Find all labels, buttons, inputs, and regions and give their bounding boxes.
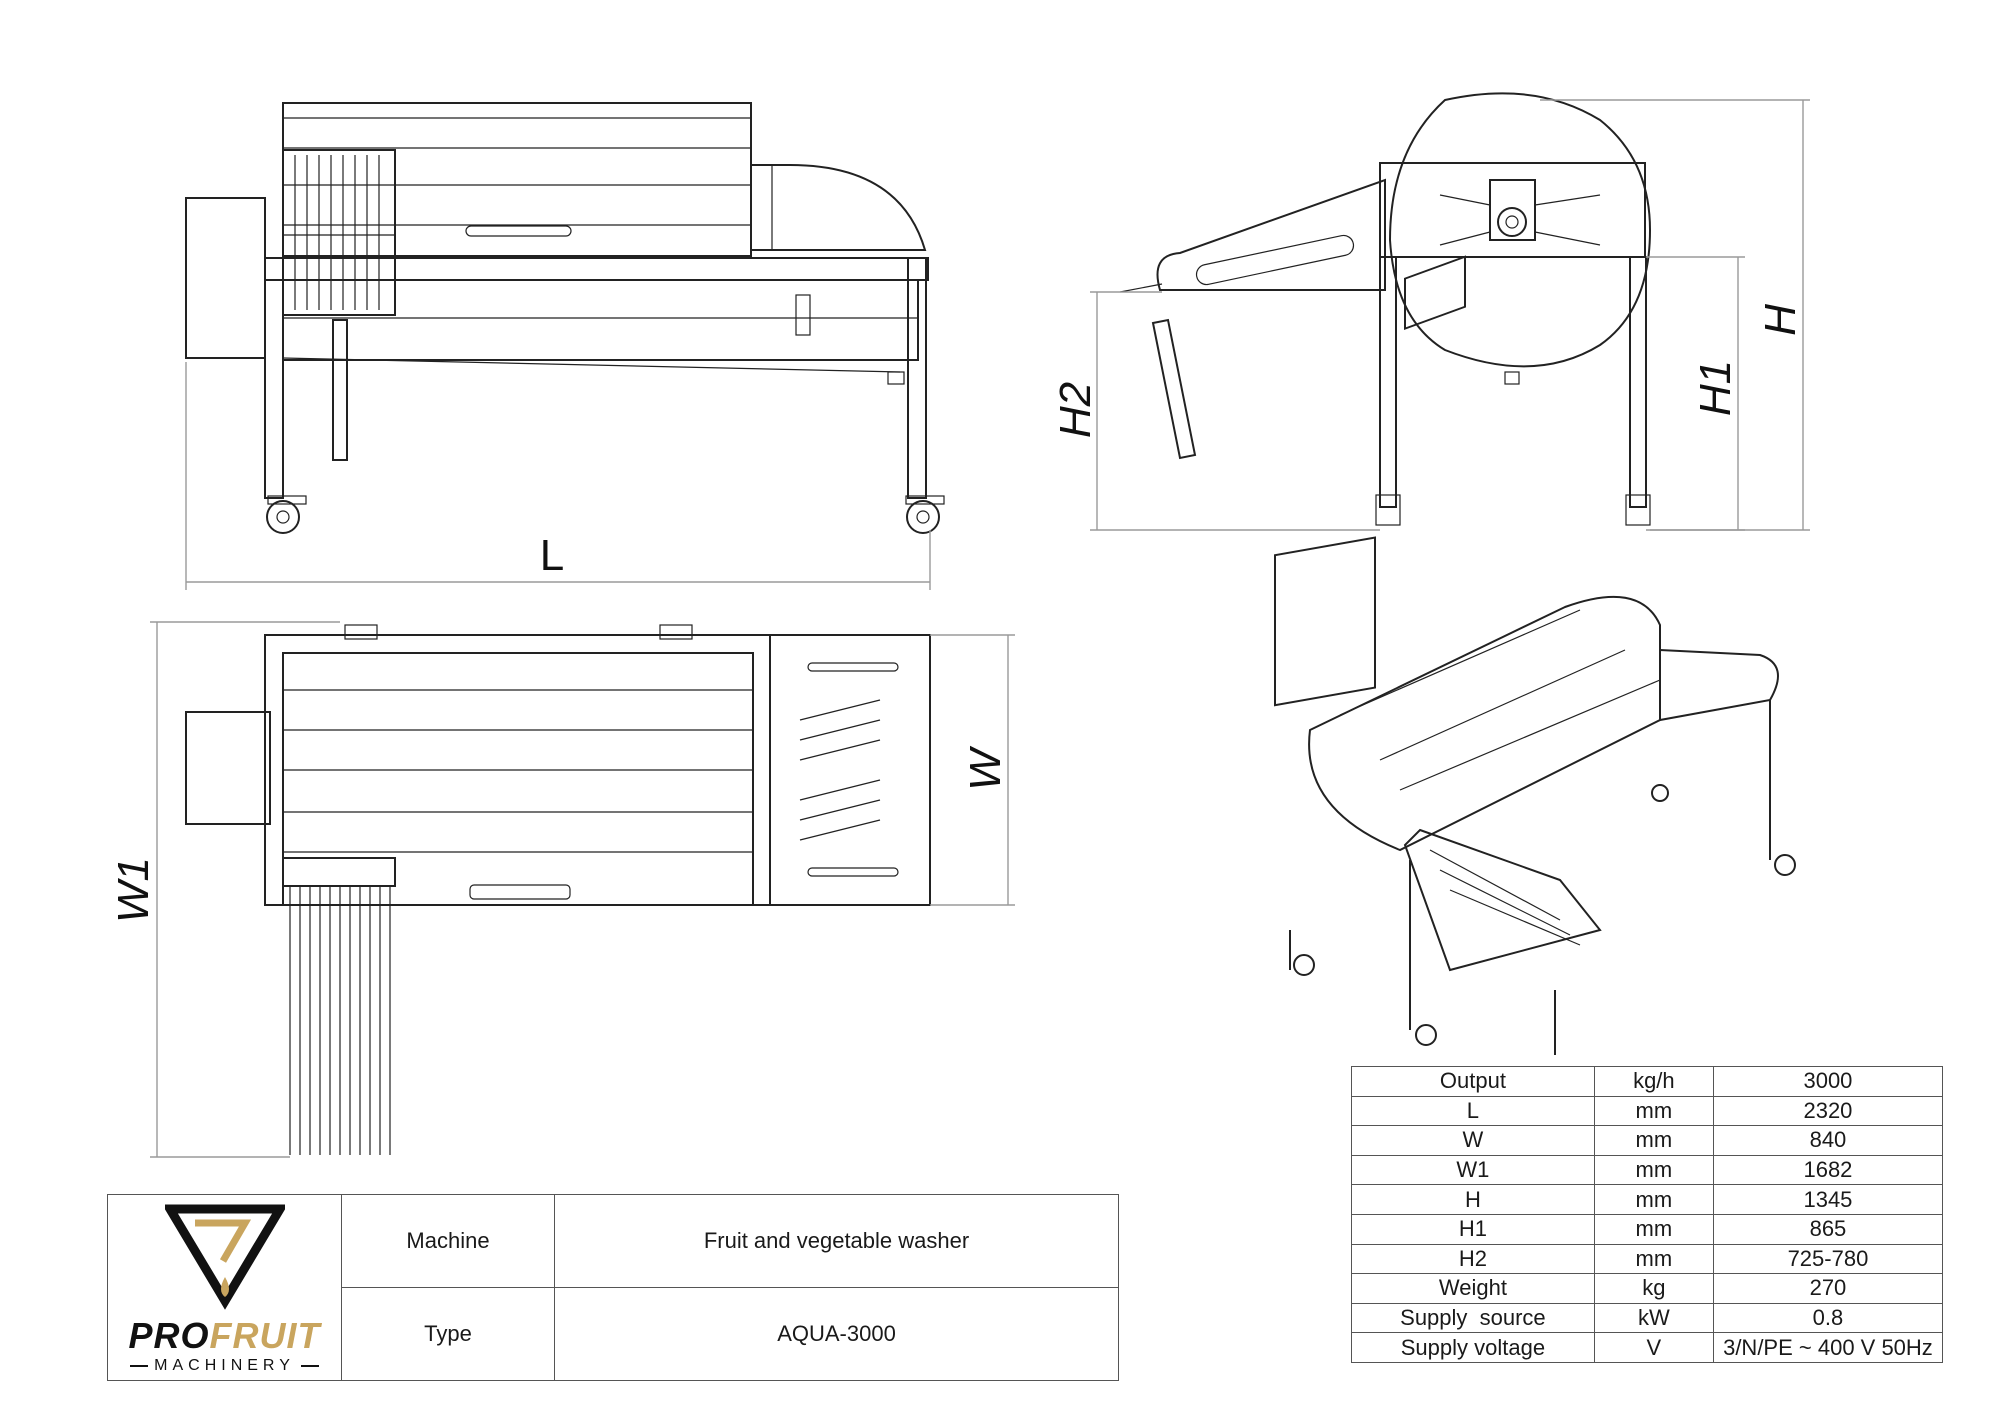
spec-param: W [1351,1125,1595,1156]
brand-logo: PROFRUIT MACHINERY [108,1195,342,1380]
spec-value: 865 [1712,1213,1944,1245]
spec-param: L [1351,1095,1595,1127]
spec-param: Weight [1351,1273,1595,1304]
spec-unit: mm [1593,1243,1714,1275]
spec-value: 840 [1712,1125,1944,1156]
spec-value: 1682 [1712,1154,1944,1186]
side-view: H2 H1 H [1051,92,1810,531]
type-label: Type [342,1288,555,1380]
brand-name: PROFRUIT [128,1314,321,1356]
dim-label-H1: H1 [1691,360,1740,416]
spec-unit: kW [1593,1302,1714,1334]
dim-label-W1: W1 [109,857,158,923]
dim-label-H: H [1756,304,1805,336]
spec-param: H [1351,1184,1595,1215]
spec-unit: mm [1593,1184,1714,1215]
front-view: L [185,102,945,590]
top-view: W W1 [109,621,1015,1158]
spec-param: Output [1351,1066,1595,1097]
isometric-view [1274,255,1796,1055]
title-block: PROFRUIT MACHINERY Machine Fruit and veg… [107,1194,1119,1381]
spec-value: 270 [1712,1273,1944,1304]
spec-value: 725-780 [1712,1243,1944,1275]
type-value: AQUA-3000 [777,1321,896,1346]
spec-param: H2 [1351,1243,1595,1275]
spec-param: Supply source [1351,1302,1595,1334]
spec-unit: kg [1593,1273,1714,1304]
spec-param: W1 [1351,1154,1595,1186]
spec-unit: V [1593,1332,1714,1363]
machine-label: Machine [342,1195,555,1287]
spec-param: Supply voltage [1351,1332,1595,1363]
spec-unit: mm [1593,1213,1714,1245]
spec-value: 2320 [1712,1095,1944,1127]
spec-value: 3/N/PE ~ 400 V 50Hz [1712,1332,1944,1363]
spec-unit: mm [1593,1095,1714,1127]
spec-value: 3000 [1712,1066,1944,1097]
dim-label-H2: H2 [1051,382,1100,438]
dim-label-W: W [961,746,1010,791]
logo-mark-icon [164,1204,285,1310]
spec-unit: mm [1593,1125,1714,1156]
dim-label-L: L [540,531,564,580]
spec-value: 0.8 [1712,1302,1944,1334]
spec-unit: mm [1593,1154,1714,1186]
machine-value: Fruit and vegetable washer [703,1228,970,1253]
brand-subtitle: MACHINERY [130,1357,319,1375]
spec-param: H1 [1351,1213,1595,1245]
spec-value: 1345 [1712,1184,1944,1215]
spec-unit: kg/h [1593,1066,1714,1097]
